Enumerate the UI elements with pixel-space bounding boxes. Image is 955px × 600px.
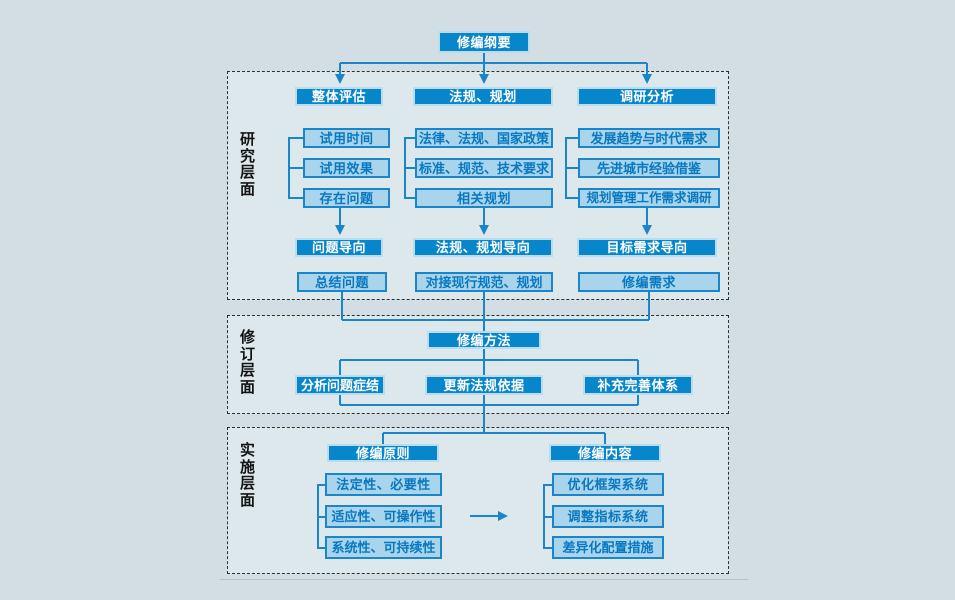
revision-item-1: 分析问题症结	[295, 375, 385, 395]
footer-divider	[220, 579, 748, 580]
contents-bracket	[543, 484, 552, 549]
contents-header: 修编内容	[549, 444, 661, 462]
revision-section-label: 修订层面	[239, 329, 255, 396]
result-box-2: 对接现行规范、规划	[415, 272, 553, 292]
orientation-box-1: 问题导向	[295, 238, 383, 257]
contents-item-3: 差异化配置措施	[552, 536, 664, 559]
principles-bracket	[317, 484, 325, 549]
revision-item-2: 更新法规依据	[425, 375, 543, 395]
contents-item-1: 优化框架系统	[552, 473, 664, 496]
research-col3-header: 调研分析	[577, 87, 717, 106]
implementation-branch-lines	[382, 432, 606, 444]
research-col1-header: 整体评估	[295, 87, 383, 106]
result-box-1: 总结问题	[297, 272, 387, 292]
col2-bracket	[404, 137, 415, 199]
principles-item-3: 系统性、可持续性	[325, 536, 442, 559]
orientation-box-2: 法规、规划导向	[413, 238, 553, 257]
research-col3-item-3: 规划管理工作需求调研	[578, 188, 720, 208]
research-col2-header: 法规、规划	[413, 87, 553, 106]
result-box-3: 修编需求	[578, 272, 720, 292]
research-section	[227, 71, 729, 300]
method-collect-lines	[339, 395, 639, 406]
principles-header: 修编原则	[327, 444, 439, 462]
implementation-section-label: 实施层面	[239, 442, 255, 509]
method-box: 修编方法	[427, 331, 541, 349]
research-col3-item-1: 发展趋势与时代需求	[578, 128, 720, 148]
research-col2-item-2: 标准、规范、技术要求	[415, 158, 553, 178]
revision-item-3: 补充完善体系	[583, 375, 693, 395]
research-col1-item-2: 试用效果	[303, 158, 390, 178]
orientation-box-3: 目标需求导向	[577, 238, 717, 257]
principles-item-2: 适应性、可操作性	[325, 505, 442, 528]
col1-bracket	[288, 137, 303, 199]
research-col3-item-2: 先进城市经验借鉴	[578, 158, 720, 178]
principles-item-1: 法定性、必要性	[325, 473, 442, 496]
contents-item-2: 调整指标系统	[552, 505, 664, 528]
research-col1-item-3: 存在问题	[303, 188, 390, 208]
research-section-label: 研究层面	[239, 131, 255, 198]
research-col2-item-3: 相关规划	[415, 188, 553, 208]
col3-bracket	[565, 137, 578, 199]
method-branch-lines	[339, 359, 639, 375]
result-drop-lines	[341, 292, 650, 320]
research-col1-item-1: 试用时间	[303, 128, 390, 148]
root-box: 修编纲要	[438, 31, 530, 53]
research-col2-item-1: 法律、法规、国家政策	[415, 128, 553, 148]
